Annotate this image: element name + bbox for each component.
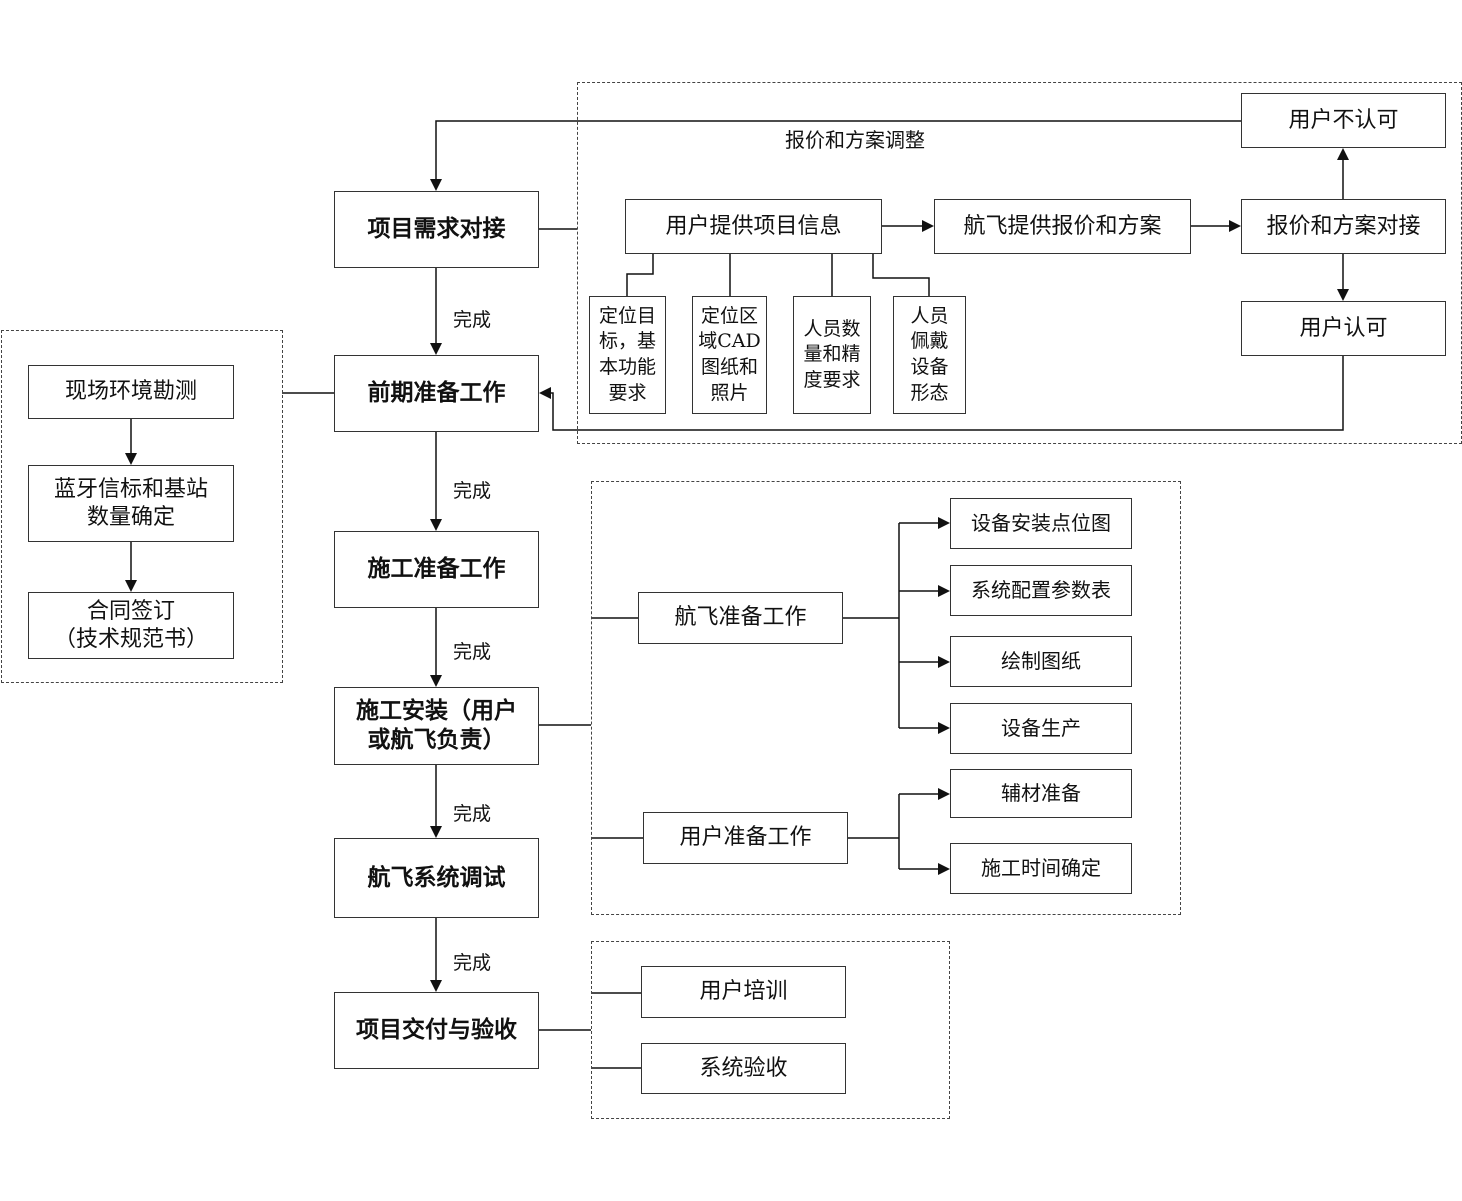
- node-label: 用户认可: [1299, 315, 1388, 341]
- node-label: 施工时间确定: [981, 856, 1101, 880]
- node-user-reject[interactable]: 用户不认可: [1241, 93, 1446, 148]
- edge-label-done: 完成: [453, 309, 492, 331]
- node-label: 定位目 标，基 本功能 要求: [598, 304, 656, 404]
- node-label: 航飞提供报价和方案: [963, 213, 1162, 239]
- node-construction-prep[interactable]: 施工准备工作: [334, 531, 539, 608]
- node-label: 用户不认可: [1288, 107, 1399, 133]
- delivery-group: [591, 941, 950, 1119]
- accept-to-prep-arrowhead: [539, 387, 551, 399]
- info-item-4-link: [872, 254, 930, 296]
- hangfei-task-2-arrowhead: [938, 585, 950, 597]
- hangfei-task-3-arrowhead: [938, 656, 950, 668]
- node-label: 报价和方案对接: [1266, 213, 1421, 239]
- prelim-arrowhead-1: [125, 453, 137, 465]
- node-label: 用户培训: [699, 979, 788, 1005]
- node-label: 用户提供项目信息: [665, 213, 842, 239]
- preliminary-group: [1, 330, 283, 683]
- accept-to-prep-line: [549, 356, 1344, 431]
- node-user-prep[interactable]: 用户准备工作: [643, 812, 848, 864]
- node-user-provides-info[interactable]: 用户提供项目信息: [625, 199, 882, 254]
- edge-label-done: 完成: [453, 803, 492, 825]
- node-label: 项目需求对接: [367, 216, 506, 243]
- node-user-accept[interactable]: 用户认可: [1241, 301, 1446, 356]
- node-contract-signing[interactable]: 合同签订 （技术规范书）: [28, 592, 234, 659]
- prelim-arrowhead-2: [125, 580, 137, 592]
- info-item-1-link: [626, 254, 654, 296]
- construction-group: [591, 481, 1181, 915]
- node-label: 定位区 域CAD 图纸和 照片: [698, 304, 761, 404]
- node-label: 设备安装点位图: [971, 511, 1111, 535]
- node-hangfei-quote[interactable]: 航飞提供报价和方案: [934, 199, 1191, 254]
- reject-feedback-line: [435, 120, 1241, 181]
- node-quote-review[interactable]: 报价和方案对接: [1241, 199, 1446, 254]
- info-item-cad-drawings[interactable]: 定位区 域CAD 图纸和 照片: [692, 296, 767, 414]
- task-auxiliary-materials[interactable]: 辅材准备: [950, 769, 1132, 818]
- node-label: 用户准备工作: [679, 825, 812, 851]
- hangfei-task-1-arrowhead: [938, 517, 950, 529]
- hangfei-task-4-arrowhead: [938, 722, 950, 734]
- reject-feedback-arrowhead: [430, 179, 442, 191]
- flow-arrowhead-3: [430, 675, 442, 687]
- edge-label-done: 完成: [453, 952, 492, 974]
- flow-arrowhead-1: [430, 343, 442, 355]
- node-system-debug[interactable]: 航飞系统调试: [334, 838, 539, 918]
- node-delivery-acceptance[interactable]: 项目交付与验收: [334, 992, 539, 1069]
- node-beacon-count[interactable]: 蓝牙信标和基站 数量确定: [28, 465, 234, 542]
- info-item-wearable-form[interactable]: 人员 佩戴 设备 形态: [893, 296, 966, 414]
- task-config-params[interactable]: 系统配置参数表: [950, 565, 1132, 616]
- node-label: 绘制图纸: [1001, 649, 1081, 673]
- info-item-target-function[interactable]: 定位目 标，基 本功能 要求: [589, 296, 666, 414]
- node-label: 前期准备工作: [367, 380, 506, 407]
- review-to-reject-arrowhead: [1337, 148, 1349, 160]
- edge-label-done: 完成: [453, 480, 492, 502]
- node-label: 合同签订 （技术规范书）: [53, 599, 208, 652]
- node-label: 蓝牙信标和基站 数量确定: [53, 477, 208, 530]
- info-to-quote-arrowhead: [922, 220, 934, 232]
- node-label: 现场环境勘测: [64, 379, 197, 405]
- user-task-2-arrowhead: [938, 863, 950, 875]
- user-task-1-arrowhead: [938, 788, 950, 800]
- node-label: 施工准备工作: [367, 556, 506, 583]
- node-label: 人员 佩戴 设备 形态: [910, 304, 949, 404]
- node-label: 人员数 量和精 度要求: [803, 317, 861, 391]
- node-label: 航飞准备工作: [674, 605, 807, 631]
- review-to-accept-arrowhead: [1337, 289, 1349, 301]
- node-system-acceptance[interactable]: 系统验收: [641, 1043, 846, 1094]
- node-label: 航飞系统调试: [367, 864, 506, 891]
- node-installation[interactable]: 施工安装（用户 或航飞负责）: [334, 687, 539, 765]
- node-user-training[interactable]: 用户培训: [641, 966, 846, 1018]
- node-label: 系统配置参数表: [971, 578, 1111, 602]
- info-item-personnel-accuracy[interactable]: 人员数 量和精 度要求: [793, 296, 871, 414]
- quote-to-review-arrowhead: [1229, 220, 1241, 232]
- flow-arrowhead-5: [430, 980, 442, 992]
- node-requirements-alignment[interactable]: 项目需求对接: [334, 191, 539, 268]
- node-hangfei-prep[interactable]: 航飞准备工作: [638, 592, 843, 644]
- node-preliminary-work[interactable]: 前期准备工作: [334, 355, 539, 432]
- node-label: 辅材准备: [1001, 781, 1081, 805]
- task-draw-drawings[interactable]: 绘制图纸: [950, 636, 1132, 687]
- edge-label-done: 完成: [453, 641, 492, 663]
- node-label: 设备生产: [1001, 716, 1081, 740]
- adjust-label: 报价和方案调整: [785, 128, 925, 152]
- flow-arrowhead-4: [430, 826, 442, 838]
- task-device-production[interactable]: 设备生产: [950, 703, 1132, 754]
- task-install-point-map[interactable]: 设备安装点位图: [950, 498, 1132, 549]
- node-label: 系统验收: [699, 1055, 788, 1081]
- node-label: 施工安装（用户 或航飞负责）: [356, 698, 517, 753]
- node-label: 项目交付与验收: [356, 1017, 517, 1044]
- flow-arrowhead-2: [430, 519, 442, 531]
- node-site-survey[interactable]: 现场环境勘测: [28, 365, 234, 419]
- task-schedule-confirm[interactable]: 施工时间确定: [950, 843, 1132, 894]
